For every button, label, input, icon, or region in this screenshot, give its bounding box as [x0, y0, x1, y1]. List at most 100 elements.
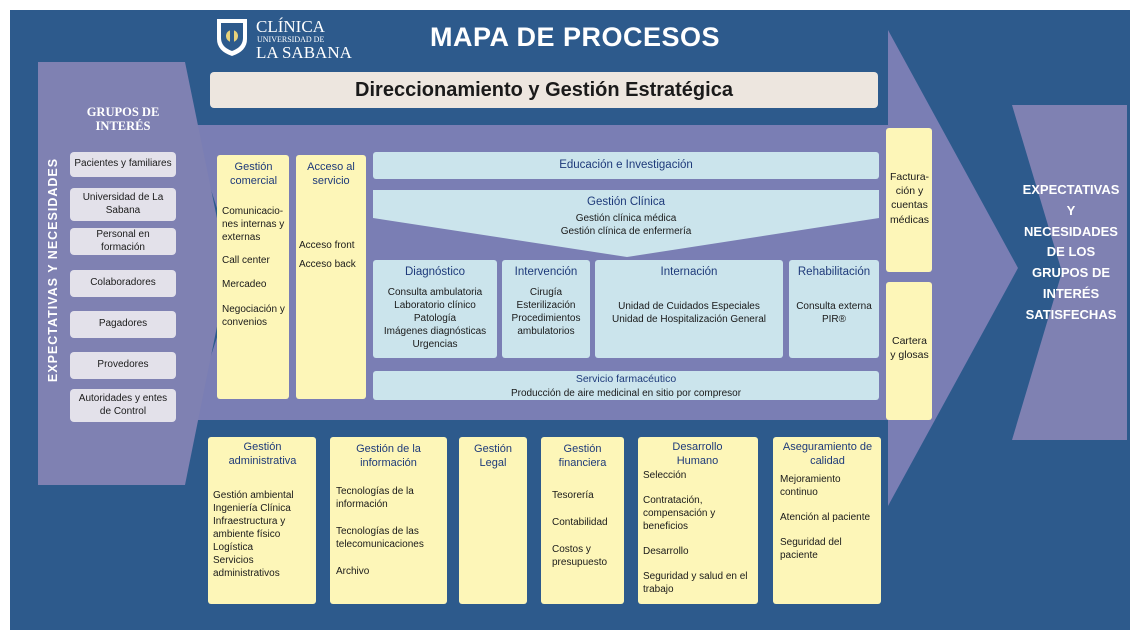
stakeholder-item: Universidad de La Sabana	[70, 188, 176, 221]
strategic-bar: Direccionamiento y Gestión Estratégica	[210, 72, 878, 108]
result-line: GRUPOS DE	[1031, 265, 1110, 281]
logo-line1: CLÍNICA	[256, 17, 325, 36]
intervencion-item: Esterilización	[516, 299, 576, 311]
acceso-item: Acceso back	[299, 258, 356, 270]
financiera-item: Costos y presupuesto	[552, 543, 608, 568]
informacion-item: Tecnologías de las telecomunicaciones	[336, 525, 424, 550]
shield-icon	[217, 19, 247, 56]
result-line: EXPECTATIVAS	[1022, 182, 1120, 197]
grupos-title-line2: INTERÉS	[95, 119, 151, 134]
result-line: INTERÉS	[1042, 285, 1100, 301]
humano-item: Contratación, compensación y beneficios	[643, 494, 716, 532]
result-line: DE LOS	[1046, 244, 1096, 260]
servicio-farmaceutico-item: Producción de aire medicinal en sitio po…	[510, 387, 742, 399]
cartera-text: Cartera y glosas	[890, 335, 929, 362]
results-panel	[1012, 105, 1127, 440]
acceso-servicio-title: Acceso al servicio	[307, 161, 355, 187]
humano-item: Desarrollo	[643, 545, 689, 557]
grupos-title-line1: GRUPOS DE	[86, 105, 160, 119]
acceso-item: Acceso front	[299, 239, 355, 251]
diagnostico-item: Laboratorio clínico	[394, 299, 476, 311]
gestion-comercial-box: Gestión comercial Comunicacio-nes intern…	[217, 155, 289, 399]
rehabilitacion-title: Rehabilitación	[797, 266, 871, 278]
stakeholder-item: Personal en formación	[70, 228, 176, 255]
legal-title: Gestión Legal	[474, 443, 512, 469]
financiera-item: Tesorería	[552, 489, 594, 501]
gestion-clinica-item: Gestión clínica médica	[575, 212, 677, 224]
educacion-box: Educación e Investigación	[373, 152, 879, 179]
gestion-clinica-item: Gestión clínica de enfermería	[560, 225, 692, 237]
gestion-informacion-box: Gestión de la información Tecnologías de…	[330, 437, 447, 604]
humano-item: Seguridad y salud en el trabajo	[643, 570, 748, 595]
aseguramiento-calidad-box: Aseguramiento de calidad Mejoramiento co…	[773, 437, 881, 604]
rehabilitacion-item: Consulta externa	[796, 300, 872, 312]
informacion-item: Tecnologías de la información	[336, 485, 414, 510]
result-line: NECESIDADES	[1024, 223, 1118, 239]
intervencion-item: Procedimientos ambulatorios	[511, 312, 581, 337]
administrativa-item: Servicios administrativos	[213, 554, 280, 579]
servicio-farmaceutico-title: Servicio farmacéutico	[575, 373, 677, 385]
logo-line2: UNIVERSIDAD DE	[257, 35, 325, 44]
administrativa-title: Gestión administrativa	[228, 441, 297, 467]
diagnostico-item: Urgencias	[412, 338, 458, 350]
humano-title: Desarrollo Humano	[672, 441, 723, 467]
gestion-clinica-text: Gestión Clínica Gestión clínica médica G…	[473, 195, 779, 238]
acceso-servicio-box: Acceso al servicio Acceso front Acceso b…	[296, 155, 366, 399]
informacion-item: Archivo	[336, 565, 370, 577]
vertical-label: EXPECTATIVAS Y NECESIDADES	[46, 157, 60, 383]
stakeholder-item: Pacientes y familiares	[70, 152, 176, 177]
comercial-item: Comunicacio-nes internas y externas	[222, 205, 285, 243]
gestion-financiera-box: Gestión financiera Tesorería Contabilida…	[541, 437, 624, 604]
rehabilitacion-box: Rehabilitación Consulta externa PIR®	[789, 260, 879, 358]
internacion-item: Unidad de Hospitalización General	[612, 313, 766, 325]
gestion-legal-box: Gestión Legal	[459, 437, 527, 604]
comercial-item: Call center	[222, 254, 270, 266]
intervencion-box: Intervención Cirugía Esterilización Proc…	[502, 260, 590, 358]
gestion-clinica-title: Gestión Clínica	[587, 196, 665, 208]
gestion-administrativa-box: Gestión administrativa Gestión ambiental…	[208, 437, 316, 604]
diagnostico-item: Consulta ambulatoria	[387, 286, 483, 298]
internacion-box: Internación Unidad de Cuidados Especiale…	[595, 260, 783, 358]
diagnostico-item: Patología	[413, 312, 457, 324]
diagnostico-title: Diagnóstico	[404, 266, 466, 278]
comercial-item: Negociación y convenios	[222, 303, 285, 328]
clinic-logo: CLÍNICA UNIVERSIDAD DE LA SABANA	[215, 15, 375, 62]
administrativa-item: Logística	[213, 541, 254, 553]
result-line: Y	[1066, 202, 1076, 218]
internacion-item: Unidad de Cuidados Especiales	[618, 300, 760, 312]
gestion-clinica-shape	[373, 190, 879, 257]
internacion-title: Internación	[660, 266, 718, 278]
calidad-item: Mejoramiento continuo	[780, 473, 841, 498]
grupos-title: GRUPOS DE INTERÉS	[64, 105, 182, 134]
result-line: SATISFECHAS	[1025, 306, 1117, 322]
desarrollo-humano-box: Desarrollo Humano Selección Contratación…	[638, 437, 758, 604]
financiera-item: Contabilidad	[552, 516, 608, 528]
results-text: EXPECTATIVAS Y NECESIDADES DE LOS GRUPOS…	[1010, 180, 1132, 326]
gestion-comercial-title: Gestión comercial	[229, 161, 278, 187]
page-title: MAPA DE PROCESOS	[430, 22, 721, 52]
administrativa-item: Gestión ambiental	[213, 489, 294, 501]
stakeholder-item: Colaboradores	[70, 270, 176, 297]
calidad-title: Aseguramiento de calidad	[782, 441, 873, 467]
facturacion-box: Factura-ción y cuentas médicas	[886, 128, 932, 272]
intervencion-title: Intervención	[514, 266, 578, 278]
informacion-title: Gestión de la información	[356, 443, 421, 469]
humano-item: Selección	[643, 469, 687, 481]
calidad-item: Seguridad del paciente	[780, 536, 842, 561]
diagnostico-item: Imágenes diagnósticas	[383, 325, 487, 337]
logo-line3: LA SABANA	[256, 43, 352, 62]
diagnostico-box: Diagnóstico Consulta ambulatoria Laborat…	[373, 260, 497, 358]
administrativa-item: Ingeniería Clínica	[213, 502, 291, 514]
cartera-box: Cartera y glosas	[886, 282, 932, 420]
stakeholder-item: Pagadores	[70, 311, 176, 338]
facturacion-text: Factura-ción y cuentas médicas	[889, 171, 930, 226]
comercial-item: Mercadeo	[222, 278, 267, 290]
financiera-title: Gestión financiera	[558, 443, 607, 469]
stakeholder-item: Provedores	[70, 352, 176, 379]
intervencion-item: Cirugía	[529, 286, 563, 298]
servicio-farmaceutico-box: Servicio farmacéutico Producción de aire…	[373, 371, 879, 400]
administrativa-item: Infraestructura y ambiente físico	[213, 515, 286, 540]
calidad-item: Atención al paciente	[780, 511, 871, 523]
rehabilitacion-item: PIR®	[821, 313, 847, 325]
